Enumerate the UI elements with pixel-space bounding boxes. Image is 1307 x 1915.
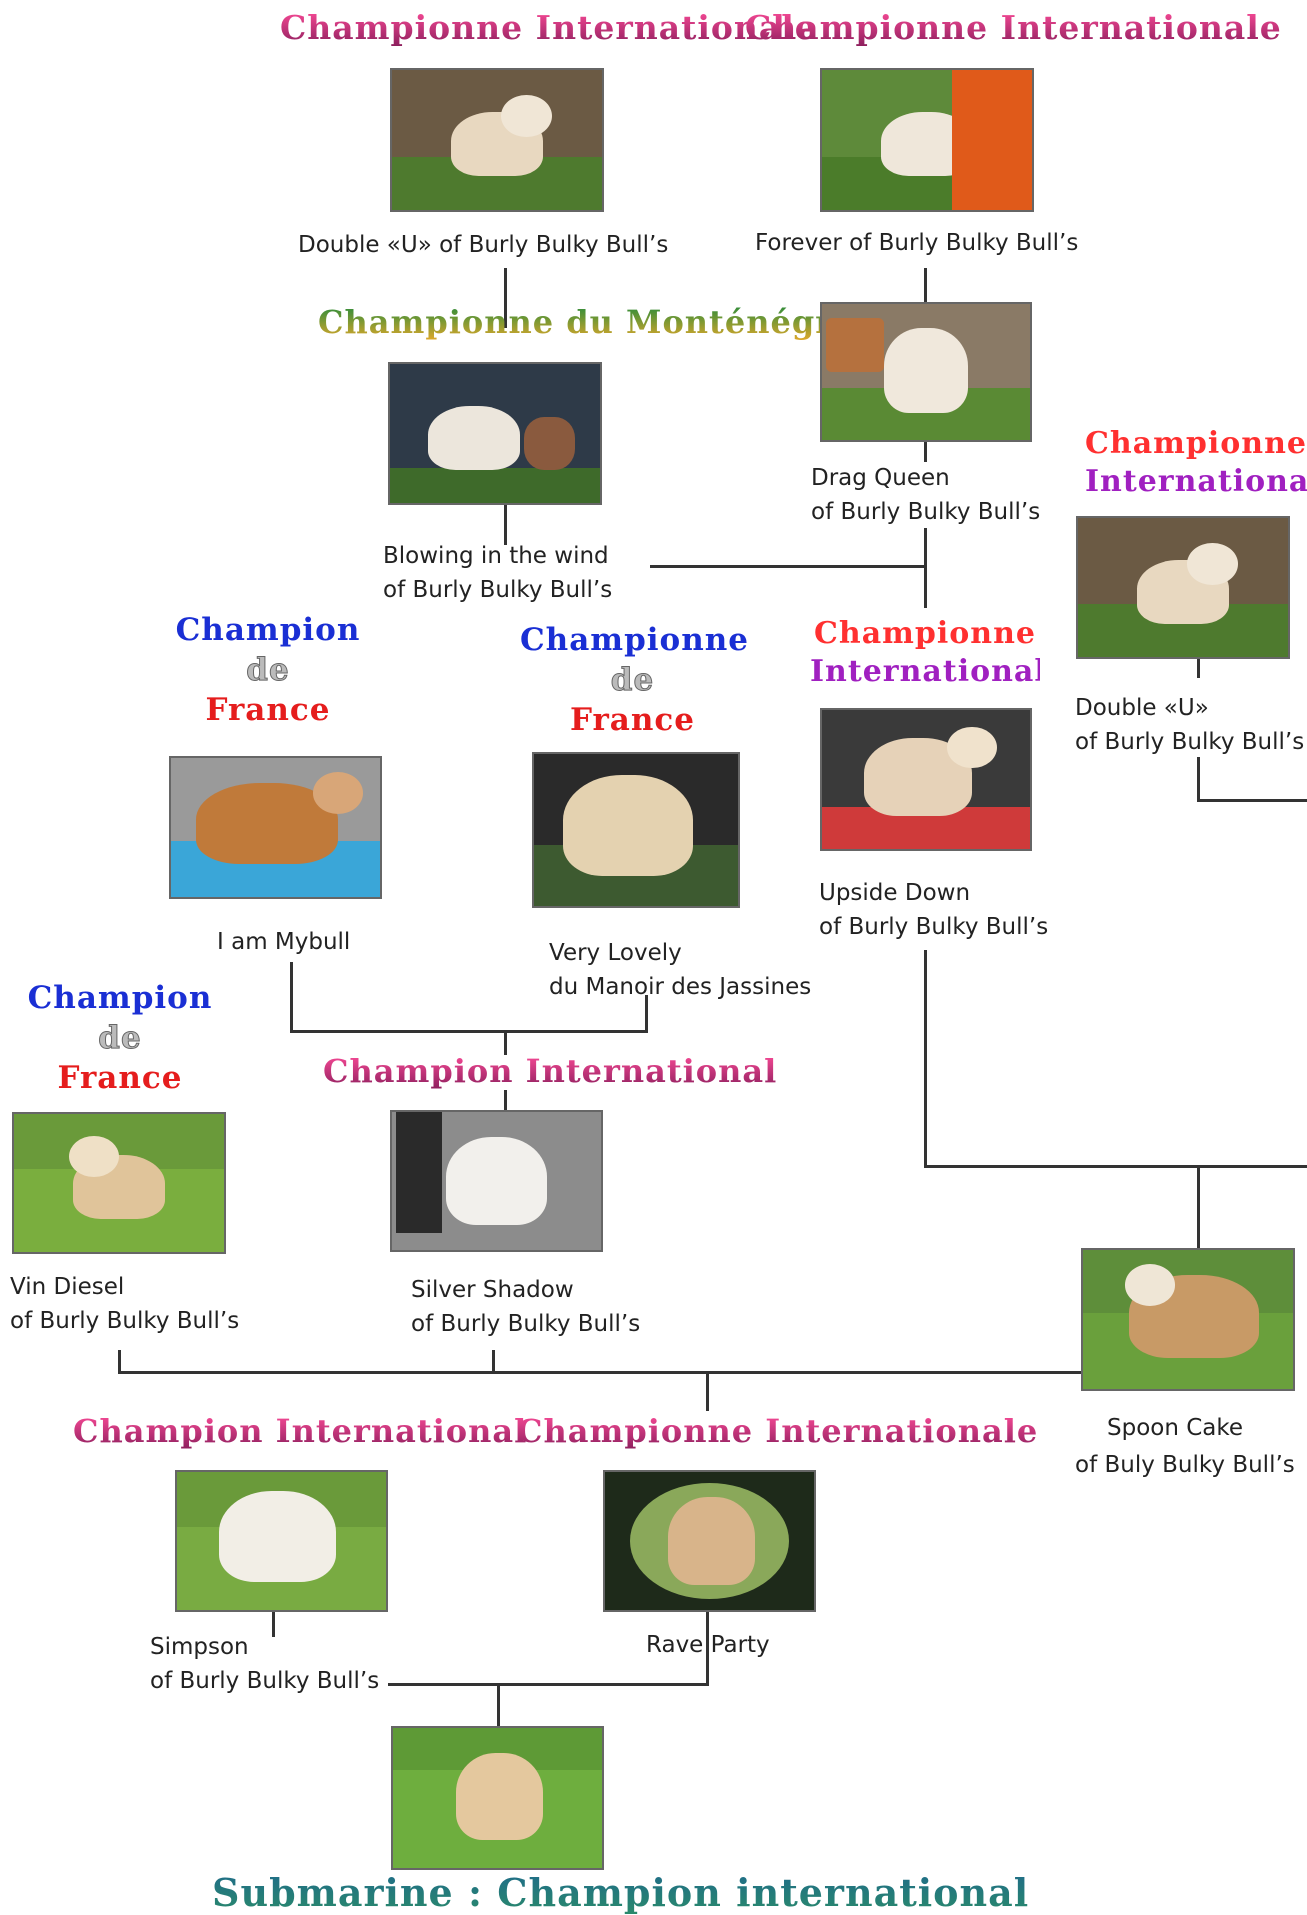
title-line: Internationale <box>810 654 1067 689</box>
dog-photo <box>175 1470 388 1612</box>
dog-name: of Burly Bulky Bull’s <box>819 914 1049 940</box>
connector-line <box>924 1165 1307 1168</box>
connector-line <box>1197 658 1200 678</box>
title-line: Championne <box>1085 426 1307 461</box>
dog-name: of Burly Bulky Bull’s <box>150 1668 380 1694</box>
dog-name: Forever of Burly Bulky Bull’s <box>755 230 1079 256</box>
title-championne-du-montenegro: Championne du Monténégro <box>318 303 856 341</box>
connector-line <box>290 1030 648 1033</box>
dog-name: Simpson <box>150 1634 249 1660</box>
title-line: France <box>57 1060 183 1096</box>
dog-photo <box>1076 516 1290 659</box>
dog-name: Very Lovely <box>549 940 682 966</box>
dog-name: of Burly Bulky Bull’s <box>811 499 1041 525</box>
dog-name: Double «U» <box>1075 695 1209 721</box>
title-champion-de-france: Champion de France <box>168 610 368 730</box>
connector-line <box>272 1610 275 1637</box>
dog-name: Vin Diesel <box>10 1274 125 1300</box>
dog-name: of Burly Bulky Bull’s <box>10 1308 240 1334</box>
connector-line <box>650 565 926 568</box>
title-line: Championne <box>520 622 750 658</box>
dog-photo <box>388 362 602 505</box>
connector-line <box>1197 1165 1200 1250</box>
title-line: France <box>569 702 696 738</box>
dog-photo <box>1081 1248 1295 1391</box>
connector-line <box>924 440 927 462</box>
dog-name: Spoon Cake <box>1107 1415 1244 1441</box>
connector-line <box>1197 757 1200 802</box>
title-line: Championne <box>814 616 1036 651</box>
title-line: Champion <box>27 980 213 1016</box>
dog-photo <box>12 1112 226 1254</box>
dog-name: Blowing in the wind <box>383 543 609 569</box>
dog-name: of Burly Bulky Bull’s <box>383 577 613 603</box>
title-line: Internationale <box>1085 464 1307 499</box>
title-championne-internationale: Championne Internationale <box>1085 425 1307 501</box>
title-championne-internationale: Championne Internationale <box>280 8 817 47</box>
connector-line <box>924 950 927 1168</box>
connector-line <box>504 505 507 545</box>
dog-photo <box>820 708 1032 851</box>
title-line: de <box>98 1020 142 1057</box>
connector-line <box>504 268 507 328</box>
title-champion-international: Champion International <box>73 1412 528 1450</box>
dog-name: du Manoir des Jassines <box>549 974 812 1000</box>
dog-name: Silver Shadow <box>411 1277 574 1303</box>
dog-photo <box>820 68 1034 212</box>
connector-line <box>388 1683 709 1686</box>
connector-line <box>290 962 293 1032</box>
title-championne-internationale: Championne Internationale <box>810 615 1040 691</box>
dog-name: Upside Down <box>819 880 971 906</box>
title-champion-de-france: Champion de France <box>20 978 220 1098</box>
final-title-submarine: Submarine : Champion international <box>212 1870 1030 1915</box>
dog-photo <box>820 302 1032 442</box>
dog-photo <box>390 1110 603 1252</box>
connector-line <box>924 268 927 303</box>
dog-photo <box>391 1726 604 1870</box>
dog-photo <box>532 752 740 908</box>
dog-photo <box>603 1470 816 1612</box>
dog-name: of Buly Bulky Bull’s <box>1075 1452 1295 1478</box>
connector-line <box>118 1371 1083 1374</box>
title-championne-internationale: Championne Internationale <box>745 8 1282 47</box>
dog-name: Rave Party <box>646 1632 770 1658</box>
connector-line <box>706 1610 709 1685</box>
title-line: de <box>610 662 655 699</box>
dog-photo <box>169 756 382 899</box>
dog-name: Double «U» of Burly Bulky Bull’s <box>298 232 669 258</box>
connector-line <box>492 1350 495 1373</box>
dog-name: of Burly Bulky Bull’s <box>411 1311 641 1337</box>
connector-line <box>706 1371 709 1411</box>
dog-name: I am Mybull <box>217 929 351 955</box>
connector-line <box>497 1683 500 1728</box>
connector-line <box>645 995 648 1032</box>
title-championne-internationale: Championne Internationale <box>517 1412 1039 1450</box>
title-line: de <box>246 652 290 689</box>
connector-line <box>924 528 927 608</box>
title-line: France <box>205 692 331 728</box>
title-line: Champion <box>175 612 361 648</box>
dog-name: Drag Queen <box>811 465 950 491</box>
dog-name: of Burly Bulky Bull’s <box>1075 729 1305 755</box>
title-champion-international: Champion International <box>323 1052 778 1090</box>
connector-line <box>1197 799 1307 802</box>
connector-line <box>118 1350 121 1373</box>
dog-photo <box>390 68 604 212</box>
title-championne-de-france: Championne de France <box>520 620 750 740</box>
connector-line <box>504 1090 507 1110</box>
connector-line <box>504 1030 507 1055</box>
